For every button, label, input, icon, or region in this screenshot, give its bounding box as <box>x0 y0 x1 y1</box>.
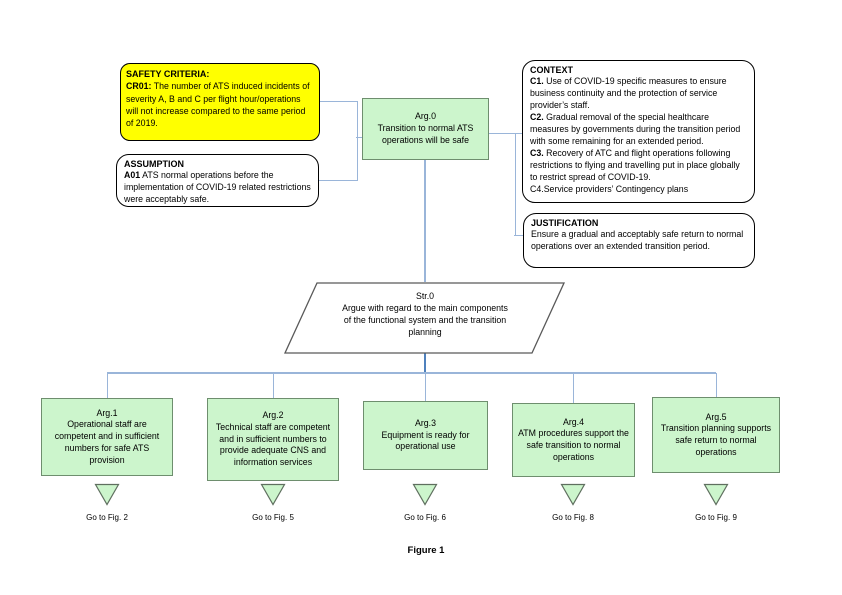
goal-arg5-node: Arg.5 Transition planning supports safe … <box>652 397 780 473</box>
connector-drop-arg3 <box>424 373 426 401</box>
goal-arg1-text: Operational staff are competent and in s… <box>54 419 160 465</box>
safety-criteria-text: CR01: The number of ATS induced incident… <box>126 81 310 128</box>
connector-right-vertical <box>514 132 516 236</box>
connector-drop-arg4 <box>573 373 575 403</box>
connector-drop-arg1 <box>106 373 108 398</box>
strategy-str0-id: Str.0 <box>415 291 435 301</box>
figure-caption: Figure 1 <box>407 545 445 556</box>
connector-distribution-line <box>107 372 716 374</box>
context-title: CONTEXT <box>530 65 574 75</box>
goal-arg3-node: Arg.3 Equipment is ready for operational… <box>363 401 488 470</box>
context-item-c1: C1. Use of COVID-19 specific measures to… <box>530 76 727 111</box>
goto-fig6-label: Go to Fig. 6 <box>404 513 446 522</box>
connector-drop-arg5 <box>715 373 717 397</box>
justification-text: Ensure a gradual and acceptably safe ret… <box>531 229 744 252</box>
goto-fig2-label: Go to Fig. 2 <box>86 513 128 522</box>
strategy-str0-node: Str.0 Argue with regard to the main comp… <box>340 291 510 339</box>
goto-fig8-label: Go to Fig. 8 <box>552 513 594 522</box>
context-item-c3: C3. Recovery of ATC and flight operation… <box>530 147 740 182</box>
goal-arg2-text: Technical staff are competent and in suf… <box>215 421 331 468</box>
context-node: CONTEXT C1. Use of COVID-19 specific mea… <box>522 60 755 203</box>
away-goal-triangle-icon <box>94 483 120 506</box>
goal-arg2-node: Arg.2 Technical staff are competent and … <box>207 398 339 481</box>
assumption-title: ASSUMPTION <box>124 159 185 169</box>
away-goal-triangle-icon <box>412 483 438 506</box>
goto-fig5-label: Go to Fig. 5 <box>252 513 294 522</box>
connector-goal-to-strategy <box>424 160 426 282</box>
connector-drop-arg2 <box>272 373 274 398</box>
connector-goal-left-stub <box>356 136 363 138</box>
goto-fig9-label: Go to Fig. 9 <box>695 513 737 522</box>
connector-criteria-stub <box>317 101 357 103</box>
context-item-c4: C4.Service providers’ Contingency plans <box>530 183 689 194</box>
justification-title: JUSTIFICATION <box>531 218 599 228</box>
goal-arg3-id: Arg.3 <box>414 417 437 428</box>
assumption-text: A01 ATS normal operations before the imp… <box>124 170 311 205</box>
assumption-node: ASSUMPTION A01 ATS normal operations bef… <box>116 154 319 207</box>
away-goal-triangle-icon <box>560 483 586 506</box>
away-goal-triangle-icon <box>703 483 729 506</box>
goal-arg1-id: Arg.1 <box>96 407 118 418</box>
context-item-c2: C2. Gradual removal of the special healt… <box>530 112 741 146</box>
connector-justification-stub <box>514 234 524 236</box>
goal-arg0-text: Transition to normal ATS operations will… <box>377 123 474 145</box>
safety-criteria-title: SAFETY CRITERIA: <box>126 69 210 79</box>
safety-criteria-node: SAFETY CRITERIA: CR01: The number of ATS… <box>120 63 320 141</box>
goal-arg4-id: Arg.4 <box>562 416 585 427</box>
goal-arg0-node: Arg.0 Transition to normal ATS operation… <box>362 98 489 160</box>
connector-assumption-stub <box>319 180 357 182</box>
goal-arg0-id: Arg.0 <box>414 111 437 122</box>
connector-strategy-drop <box>424 353 426 373</box>
goal-arg4-node: Arg.4 ATM procedures support the safe tr… <box>512 403 635 477</box>
justification-node: JUSTIFICATION Ensure a gradual and accep… <box>523 213 755 268</box>
away-goal-triangle-icon <box>260 483 286 506</box>
goal-arg3-text: Equipment is ready for operational use <box>381 429 470 452</box>
goal-arg2-id: Arg.2 <box>262 410 284 421</box>
strategy-parallelogram-shape <box>283 282 566 354</box>
connector-left-vertical <box>356 101 358 181</box>
goal-arg5-text: Transition planning supports safe return… <box>660 423 772 457</box>
goal-arg5-id: Arg.5 <box>705 411 727 422</box>
goal-arg4-text: ATM procedures support the safe transiti… <box>518 428 629 462</box>
connector-context-horizontal <box>489 132 522 134</box>
goal-arg1-node: Arg.1 Operational staff are competent an… <box>41 398 173 476</box>
strategy-str0-text: Argue with regard to the main components… <box>342 302 508 337</box>
